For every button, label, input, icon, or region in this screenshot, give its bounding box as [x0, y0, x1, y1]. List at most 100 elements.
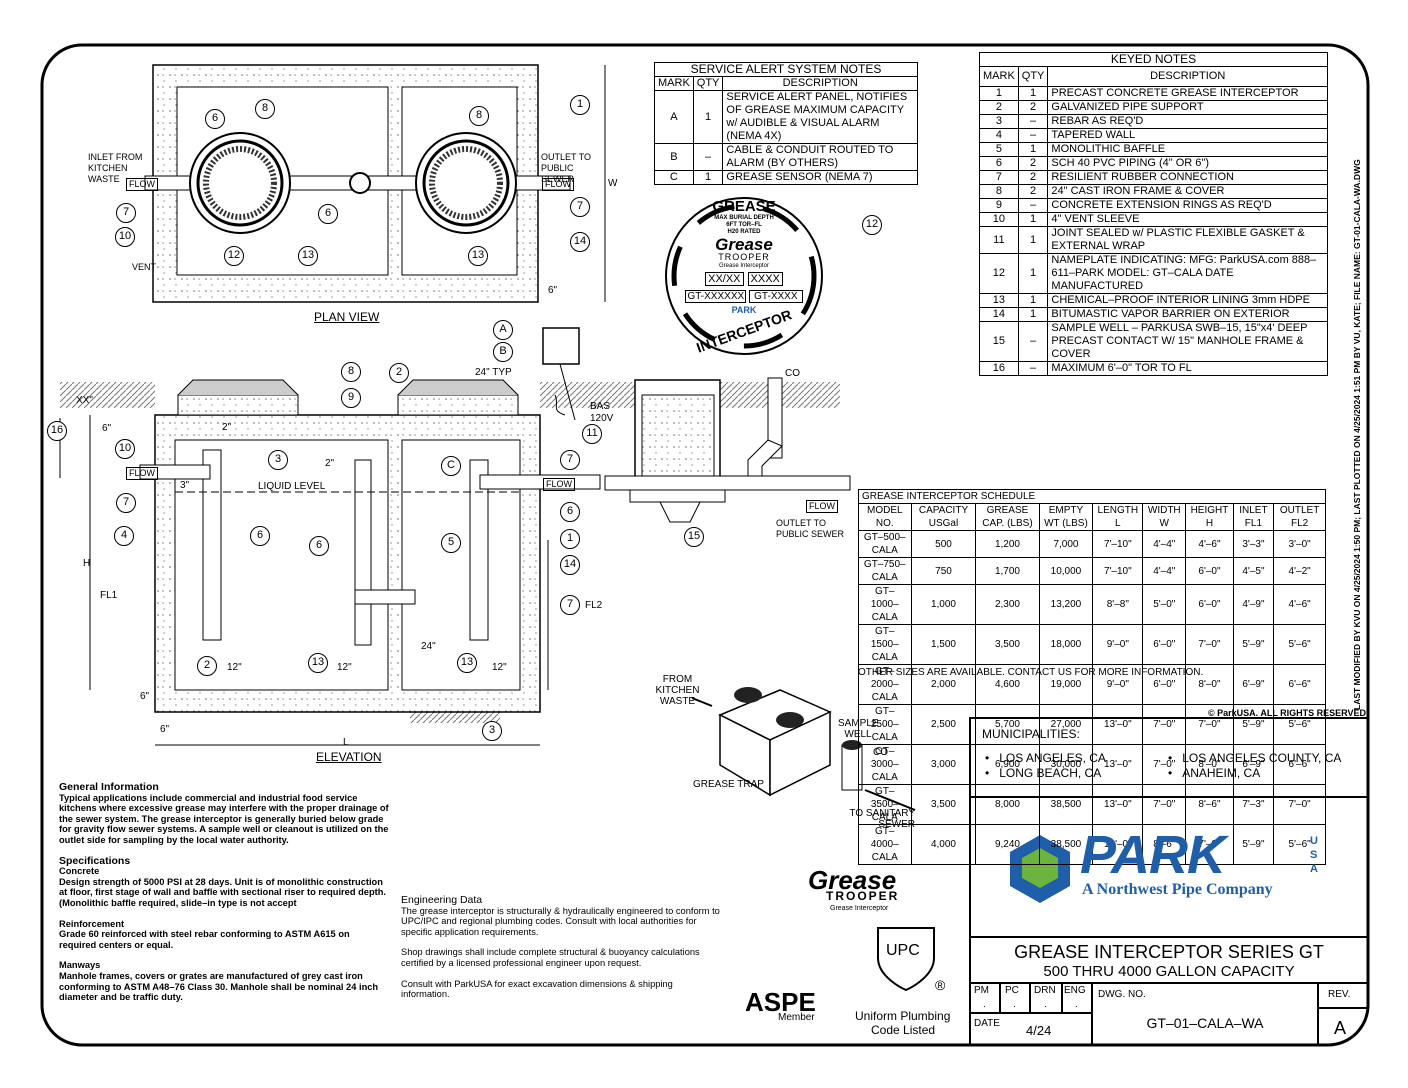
schedule-cell: 8'–0"	[1185, 744, 1234, 785]
schedule-cell: 7'–0"	[1142, 744, 1187, 785]
callout-marker: 6	[309, 536, 329, 556]
mark-cell: 9	[979, 198, 1019, 213]
schedule-cell: GT–1500–CALA	[858, 624, 912, 665]
callout-marker: 7	[570, 197, 590, 217]
municipality-4: • ANAHEIM, CA	[1168, 766, 1261, 780]
co-label: CO	[785, 368, 800, 379]
general-info-block: General Information Typical applications…	[59, 782, 389, 1003]
concrete-text: Design strength of 5000 PSI at 28 days. …	[59, 876, 386, 908]
schedule-cell: 30,000	[1038, 744, 1094, 785]
dim-12b: 12"	[337, 662, 352, 673]
schedule-cell: 9'–0"	[1092, 624, 1144, 665]
dim-12a: 12"	[227, 662, 242, 673]
date-label: DATE	[974, 1018, 1000, 1029]
plan-view-title: PLAN VIEW	[314, 310, 380, 324]
iso-sample-well: SAMPLE WELL	[838, 718, 879, 740]
schedule-cell: 7'–0"	[1185, 624, 1234, 665]
header-qty: QTY	[1017, 66, 1049, 87]
general-info-title: General Information	[59, 781, 159, 793]
schedule-cell: 1,500	[910, 624, 977, 665]
nameplate: GREASE MAX BURIAL DEPTH 6FT TOR–FL H20 R…	[670, 198, 818, 356]
callout-marker: 14	[560, 555, 580, 575]
schedule-cell: 750	[910, 557, 977, 585]
schedule-cell: 2,500	[910, 704, 977, 745]
schedule-cell: GT–500–CALA	[858, 530, 912, 558]
schedule-cell: 3'–0"	[1273, 530, 1326, 558]
schedule-cell: 7'–0"	[1142, 704, 1187, 745]
description-cell: JOINT SEALED w/ PLASTIC FLEXIBLE GASKET …	[1047, 226, 1328, 254]
description-cell: MAXIMUM 6'–0" TOR TO FL	[1047, 361, 1328, 376]
schedule-cell: 1,200	[975, 530, 1040, 558]
schedule-cell: 8,000	[975, 784, 1040, 825]
pm-value: .	[983, 999, 986, 1010]
iso-grease-trap: GREASE TRAP	[693, 779, 764, 790]
description-cell: CONCRETE EXTENSION RINGS AS REQ'D	[1047, 198, 1328, 213]
liquid-level-label: LIQUID LEVEL	[258, 481, 326, 492]
nameplate-h20: H20 RATED	[727, 229, 761, 235]
schedule-cell: GT–2000–CALA	[858, 664, 912, 705]
schedule-cell: 4'–9"	[1232, 584, 1275, 625]
description-cell: TAPERED WALL	[1047, 128, 1328, 143]
aspe-member: Member	[778, 1012, 815, 1023]
aspe-logo: ASPE	[745, 987, 816, 1017]
schedule-cell: 1,000	[910, 584, 977, 625]
callout-marker: 10	[115, 439, 135, 459]
callout-marker: 3	[482, 721, 502, 741]
eng-label: ENG	[1064, 985, 1086, 996]
drn-value: .	[1044, 999, 1047, 1010]
qty-cell: 1	[1017, 253, 1049, 294]
dim-2-left: 2"	[222, 422, 232, 433]
schedule-cell: 5'–0"	[1142, 584, 1187, 625]
schedule-cell: 5'–6"	[1273, 704, 1326, 745]
schedule-cell: 5'–6"	[1273, 624, 1326, 665]
schedule-cell: 38,500	[1038, 784, 1094, 825]
dim-6-floor: 6"	[140, 691, 150, 702]
callout-marker: 5	[441, 533, 461, 553]
mark-cell: 11	[979, 226, 1019, 254]
upc-text-1: Uniform Plumbing	[855, 1009, 951, 1023]
header-mark: MARK	[654, 76, 694, 91]
service-alert-title: SERVICE ALERT SYSTEM NOTES	[654, 62, 918, 77]
mark-cell: 7	[979, 170, 1019, 185]
callout-marker: 8	[341, 362, 361, 382]
callout-marker: B	[493, 342, 513, 362]
schedule-cell: 13,200	[1038, 584, 1094, 625]
schedule-header: EMPTY WT (LBS)	[1038, 503, 1094, 531]
description-cell: PRECAST CONCRETE GREASE INTERCEPTOR	[1047, 86, 1328, 101]
alert-panel	[542, 327, 580, 365]
callout-marker: 15	[684, 527, 704, 547]
callout-marker: 1	[570, 95, 590, 115]
schedule-cell: 9'–0"	[1092, 664, 1144, 705]
schedule-header: MODEL NO.	[858, 503, 912, 531]
nameplate-park-logo: PARK	[731, 305, 757, 315]
qty-cell: 1	[692, 170, 724, 185]
concrete-title: Concrete	[59, 866, 100, 877]
schedule-cell: 4,600	[975, 664, 1040, 705]
schedule-header: INLET FL1	[1232, 503, 1275, 531]
pc-label: PC	[1005, 985, 1019, 996]
qty-cell: 2	[1017, 170, 1049, 185]
schedule-cell: 7'–0"	[1142, 784, 1187, 825]
qty-cell: 1	[1017, 142, 1049, 157]
schedule-cell: 6'–9"	[1232, 664, 1275, 705]
manways-title: Manways	[59, 960, 101, 971]
callout-marker: 10	[115, 227, 135, 247]
callout-marker: 8	[469, 106, 489, 126]
callout-marker: 16	[47, 421, 67, 441]
engineering-text-3: Consult with ParkUSA for exact excavatio…	[401, 978, 673, 1000]
callout-marker: 12	[862, 215, 882, 235]
callout-marker: A	[493, 320, 513, 340]
nameplate-trooper: TROOPER	[718, 252, 770, 262]
schedule-header: GREASE CAP. (LBS)	[975, 503, 1040, 531]
keyed-note-row: 3–REBAR AS REQ'D	[979, 114, 1328, 129]
copyright: © ParkUSA. ALL RIGHTS RESERVED.	[1208, 708, 1369, 718]
qty-cell: –	[1017, 321, 1049, 362]
flow-arrow-elev-out: FLOW	[543, 478, 575, 491]
description-cell: SERVICE ALERT PANEL, NOTIFIES OF GREASE …	[722, 90, 918, 144]
